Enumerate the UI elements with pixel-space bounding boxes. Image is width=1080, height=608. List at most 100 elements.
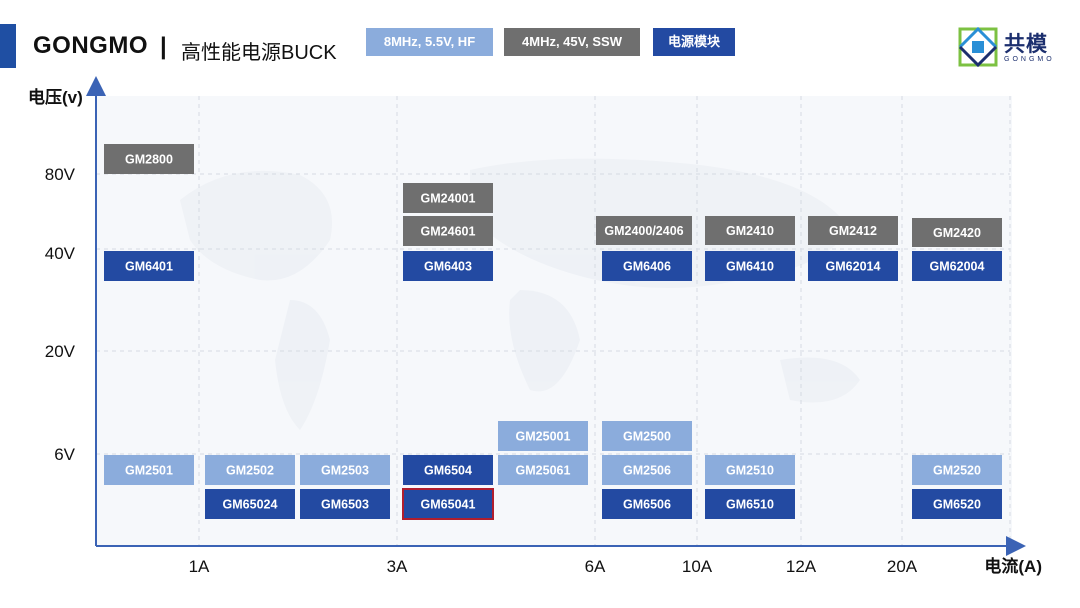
product-box-fill [104,144,194,174]
product-box-fill [403,455,493,485]
y-tick-label: 40V [45,244,76,263]
product-box-fill [205,489,295,519]
y-tick-label: 20V [45,342,76,361]
product-box-fill [498,421,588,451]
product-box-gm2510[interactable]: GM2510 [705,455,795,485]
product-box-gm2410[interactable]: GM2410 [705,216,795,245]
product-box-gm24601[interactable]: GM24601 [403,216,493,246]
product-box-fill [498,455,588,485]
product-label: GM2510 [726,464,774,478]
product-box-gm6506[interactable]: GM6506 [602,489,692,519]
product-box-gm2506[interactable]: GM2506 [602,455,692,485]
product-box-gm6406[interactable]: GM6406 [602,251,692,281]
x-axis-title: 电流(A) [984,556,1042,576]
product-label: GM62004 [930,260,985,274]
product-label: GM6406 [623,260,671,274]
product-label: GM2420 [933,226,981,240]
product-label: GM2520 [933,464,981,478]
product-box-fill [705,251,795,281]
product-label: GM2400/2406 [604,224,683,238]
product-box-gm2412[interactable]: GM2412 [808,216,898,245]
product-box-fill [596,216,692,245]
product-box-fill [403,216,493,246]
product-box-fill [912,489,1002,519]
product-label: GM25001 [516,430,571,444]
product-label: GM62014 [826,260,881,274]
title-separator: | [160,33,167,60]
product-label: GM65024 [223,498,278,512]
product-label: GM6520 [933,498,981,512]
product-box-fill [300,489,390,519]
product-box-gm25061[interactable]: GM25061 [498,455,588,485]
grid-lines [96,96,1011,546]
x-tick-label: 3A [387,557,408,576]
product-box-gm24001[interactable]: GM24001 [403,183,493,213]
product-label: GM2501 [125,464,173,478]
product-label: GM2410 [726,224,774,238]
product-box-fill [705,489,795,519]
product-box-gm6401[interactable]: GM6401 [104,251,194,281]
product-box-fill [403,183,493,213]
product-box-gm6510[interactable]: GM6510 [705,489,795,519]
product-box-gm6520[interactable]: GM6520 [912,489,1002,519]
product-label: GM24601 [421,225,476,239]
x-tick-label: 20A [887,557,918,576]
product-box-fill [602,489,692,519]
product-box-fill [104,455,194,485]
product-label: GM6403 [424,260,472,274]
header-accent-bar [0,24,16,68]
product-label: GM2500 [623,430,671,444]
product-box-fill [912,218,1002,247]
product-box-fill [808,251,898,281]
product-box-gm62014[interactable]: GM62014 [808,251,898,281]
product-box-fill [602,421,692,451]
product-box-gm2420[interactable]: GM2420 [912,218,1002,247]
logo-english-name: GONGMO [1004,56,1055,63]
product-box-fill [912,251,1002,281]
logo-chinese-name: 共模 [1004,33,1048,56]
product-label: GM65041 [421,498,476,512]
legend-item-ssw: 4MHz, 45V, SSW [504,28,640,56]
product-box-gm2501[interactable]: GM2501 [104,455,194,485]
y-axis-title: 电压(v) [28,87,83,107]
product-box-gm65041[interactable]: GM65041 [402,488,494,520]
y-tick-label: 80V [45,165,76,184]
product-box-gm2520[interactable]: GM2520 [912,455,1002,485]
product-box-gm2400-2406[interactable]: GM2400/2406 [596,216,692,245]
legend-item-module: 电源模块 [653,28,735,56]
product-label: GM2800 [125,153,173,167]
product-box-fill [104,251,194,281]
product-box-fill [403,251,493,281]
product-label: GM25061 [516,464,571,478]
product-box-fill [205,455,295,485]
product-box-gm2502[interactable]: GM2502 [205,455,295,485]
product-box-fill [402,488,494,520]
product-label: GM6503 [321,498,369,512]
product-label: GM2412 [829,224,877,238]
legend-item-hf: 8MHz, 5.5V, HF [366,28,493,56]
product-box-gm2503[interactable]: GM2503 [300,455,390,485]
product-box-gm65024[interactable]: GM65024 [205,489,295,519]
product-label: GM6510 [726,498,774,512]
product-box-gm6410[interactable]: GM6410 [705,251,795,281]
product-box-fill [705,455,795,485]
product-box-gm6504[interactable]: GM6504 [403,455,493,485]
product-box-gm6503[interactable]: GM6503 [300,489,390,519]
product-label: GM6401 [125,260,173,274]
product-label: GM6504 [424,464,472,478]
product-box-gm62004[interactable]: GM62004 [912,251,1002,281]
product-label: GM6410 [726,260,774,274]
x-tick-label: 6A [585,557,606,576]
product-box-gm25001[interactable]: GM25001 [498,421,588,451]
product-box-fill [602,455,692,485]
x-tick-label: 1A [189,557,210,576]
product-label: GM2506 [623,464,671,478]
product-box-gm2800[interactable]: GM2800 [104,144,194,174]
chart-axes [86,76,1026,556]
x-tick-label: 10A [682,557,713,576]
x-tick-label: 12A [786,557,817,576]
brand-name: GONGMO [33,32,148,59]
product-box-gm2500[interactable]: GM2500 [602,421,692,451]
product-box-gm6403[interactable]: GM6403 [403,251,493,281]
